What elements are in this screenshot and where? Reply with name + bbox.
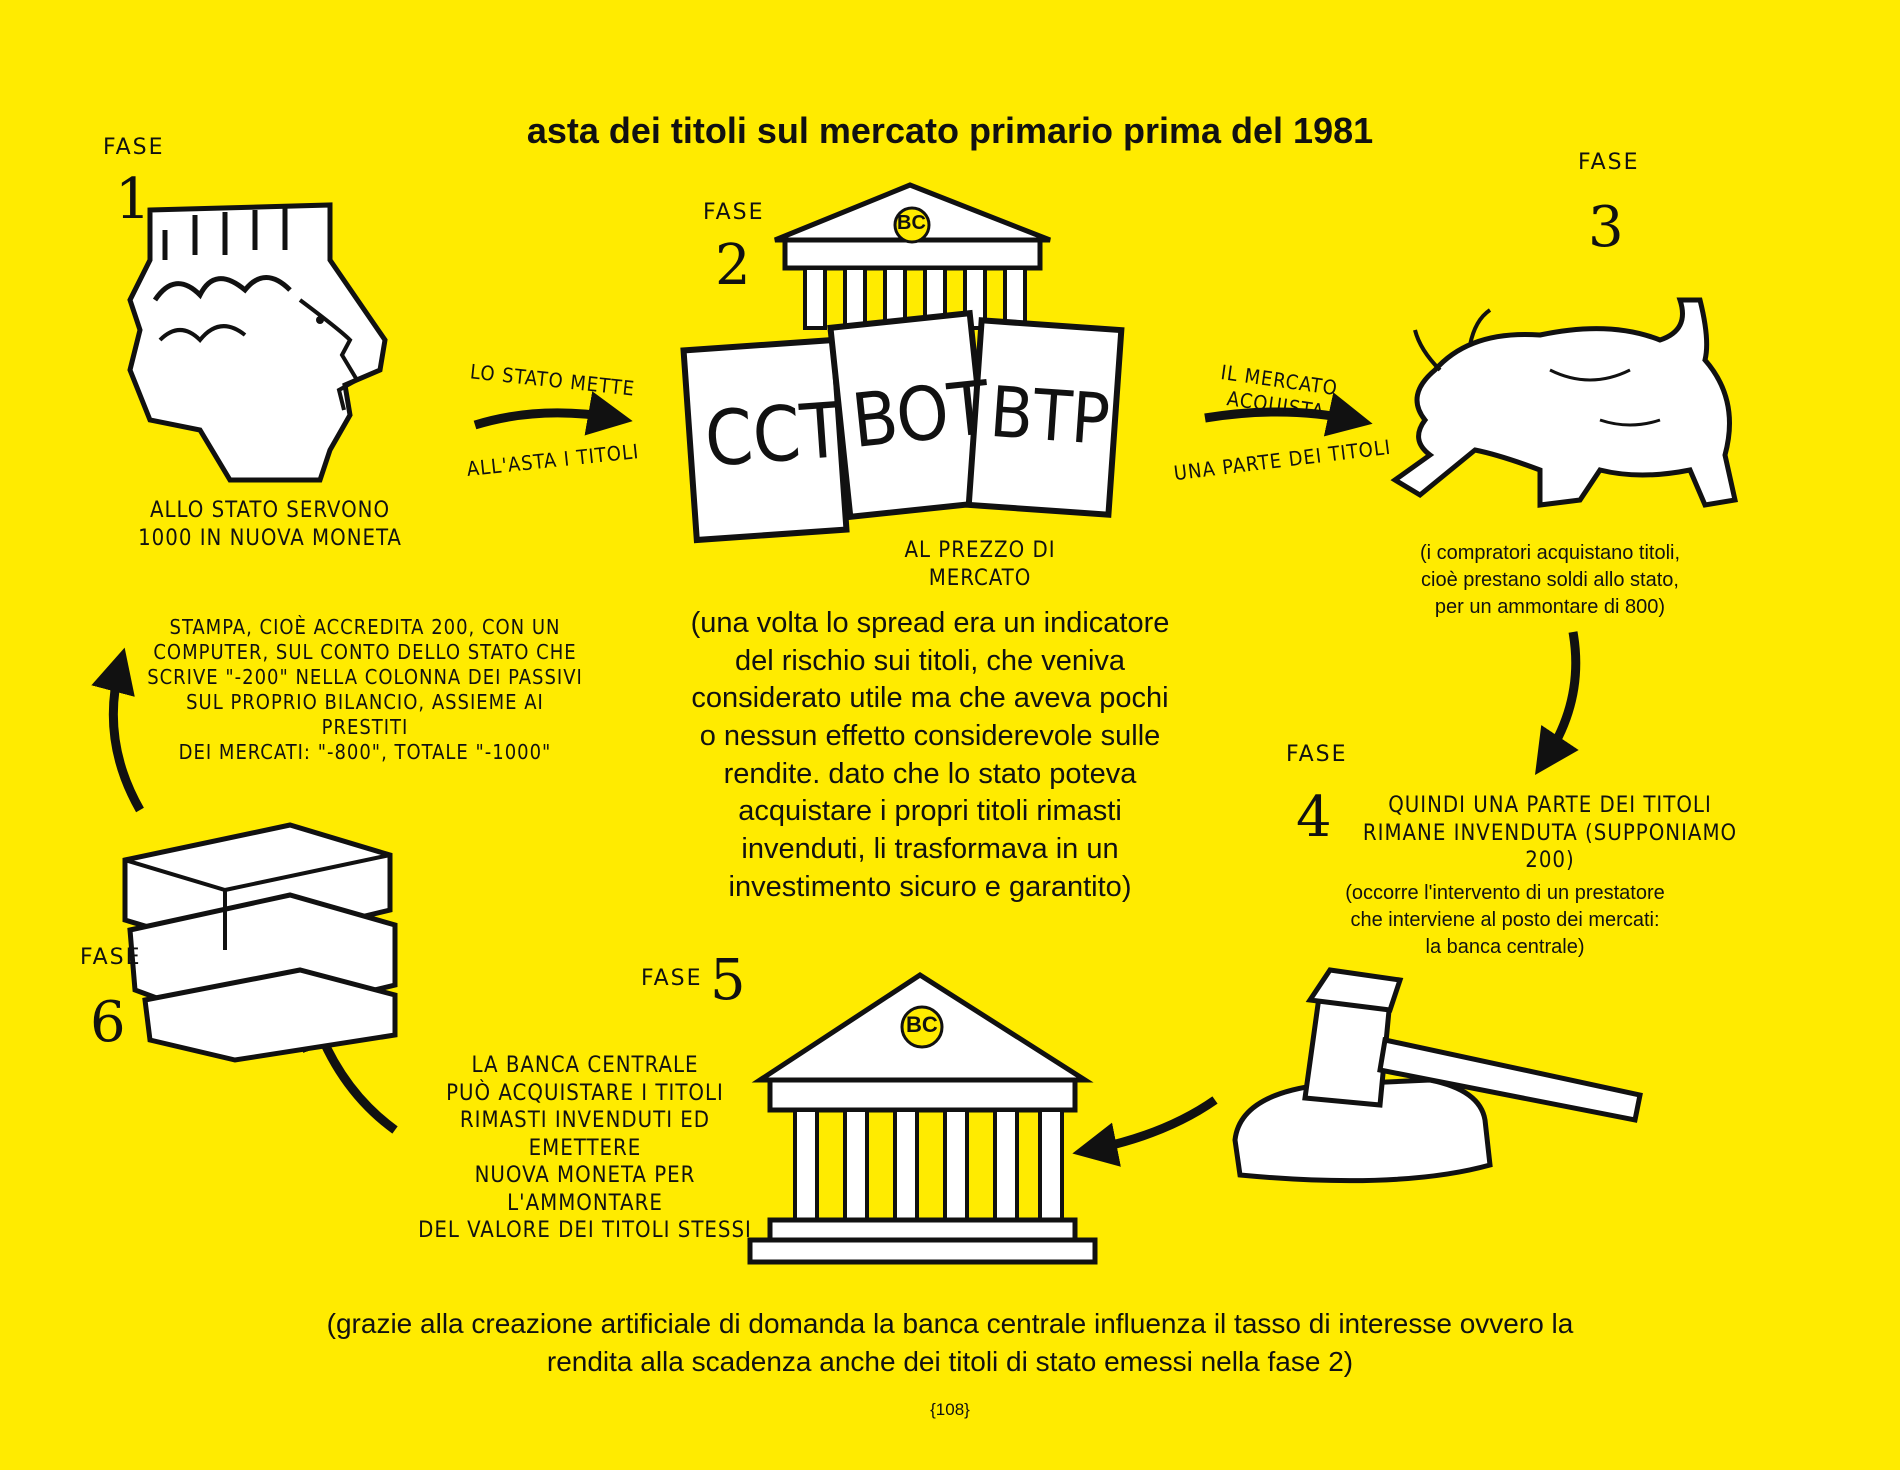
phase4-note: (occorre l'intervento di un prestatore c… xyxy=(1345,882,1665,958)
phase6-label: FASE xyxy=(80,945,142,970)
card-btp: BTP xyxy=(987,370,1113,462)
phase5-caption: LA BANCA CENTRALE PUÒ ACQUISTARE I TITOL… xyxy=(418,1053,752,1243)
phase3-number: 3 xyxy=(1588,195,1624,260)
gavel-icon xyxy=(1232,967,1643,1184)
coin-head-icon xyxy=(127,202,388,483)
bull-icon xyxy=(1390,297,1739,508)
phase4-label: FASE xyxy=(1286,742,1348,767)
phase3-label: FASE xyxy=(1578,150,1640,175)
phase6-number: 6 xyxy=(90,990,126,1055)
center-note: (una volta lo spread era un indicatore d… xyxy=(690,607,1170,903)
phase5-bank-badge: BC xyxy=(906,1012,938,1037)
bond-cards xyxy=(680,309,1125,544)
temple-icon xyxy=(774,182,1051,330)
phase2-bank-badge: BC xyxy=(897,212,926,234)
phase4-number: 4 xyxy=(1296,785,1332,850)
phase2-number: 2 xyxy=(715,233,751,298)
phase2-label: FASE xyxy=(703,200,765,225)
money-stack-icon xyxy=(122,822,398,1063)
phase2-caption: AL PREZZO DI MERCATO xyxy=(904,538,1056,591)
page-number: {108} xyxy=(930,1400,970,1419)
card-cct: CCT xyxy=(702,385,846,484)
arrow-phase2-to-3 xyxy=(1204,392,1373,437)
card-bot: BOT xyxy=(847,365,994,465)
central-bank-temple-icon xyxy=(747,972,1098,1265)
page-title: asta dei titoli sul mercato primario pri… xyxy=(526,110,1374,151)
phase1-caption: ALLO STATO SERVONO 1000 IN NUOVA MONETA xyxy=(138,498,402,551)
arrow-phase6-up xyxy=(91,647,144,813)
phase3-note: (i compratori acquistano titoli, cioè pr… xyxy=(1419,542,1681,618)
arrow-phase4-to-5 xyxy=(1072,1096,1218,1167)
phase5-number: 5 xyxy=(710,948,746,1013)
phase1-number: 1 xyxy=(115,167,151,232)
arrow-phase3-to-4 xyxy=(1535,631,1581,775)
phase1-label: FASE xyxy=(103,135,165,160)
arrow-phase1-to-2 xyxy=(473,391,633,436)
phase5-label: FASE xyxy=(641,966,703,991)
phase6-caption: STAMPA, CIOÈ ACCREDITA 200, CON UN COMPU… xyxy=(147,615,583,764)
phase4-caption: QUINDI UNA PARTE DEI TITOLI RIMANE INVEN… xyxy=(1362,793,1738,873)
footer-note: (grazie alla creazione artificiale di do… xyxy=(326,1308,1574,1377)
